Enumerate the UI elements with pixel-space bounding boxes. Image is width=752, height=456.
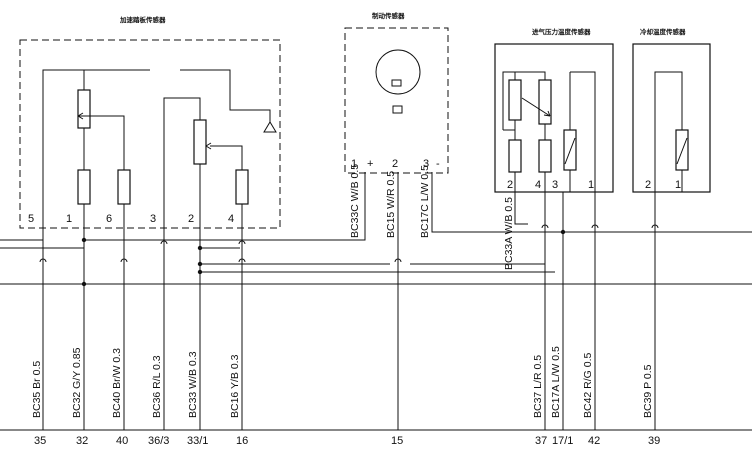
pin-label: + — [367, 158, 373, 170]
wire-label-bc35: BC35 Br 0.5 — [31, 361, 43, 418]
ground-icon — [263, 121, 277, 133]
speed-sensor-box — [344, 27, 449, 174]
intake-sensor-box — [494, 43, 614, 193]
pressure-element — [508, 79, 522, 121]
terminal-label: 40 — [116, 435, 128, 447]
terminal-label: 36/3 — [148, 435, 169, 447]
speed-sensor-title: 制动传感器 — [372, 11, 405, 20]
wire-label-bc15: BC15 W/R 0.5 — [385, 171, 397, 238]
wire-label-bc36: BC36 R/L 0.3 — [151, 355, 163, 418]
terminal-label: 37 — [535, 435, 547, 447]
pin-label: 1 — [66, 213, 72, 225]
pot-resistor-2 — [193, 119, 207, 165]
wire-label-bc33: BC33 W/B 0.3 — [187, 351, 199, 418]
terminal-label: 42 — [588, 435, 600, 447]
pin-label: 4 — [228, 213, 234, 225]
accel-pedal-sensor-title: 加速踏板传感器 — [119, 15, 166, 24]
pin-label: 1 — [675, 179, 681, 191]
pin-label: 1 — [588, 179, 594, 191]
wire-label-bc33c: BC33C W/B 0.5 — [349, 164, 361, 238]
resistor-3 — [235, 169, 249, 205]
wire-label-bc40: BC40 Br/W 0.3 — [111, 348, 123, 418]
pin-label: 3 — [150, 213, 156, 225]
wire-label-bc37: BC37 L/R 0.5 — [532, 355, 544, 418]
pin-label: 5 — [28, 213, 34, 225]
pin-label: 1 — [351, 158, 357, 170]
terminal-label: 35 — [34, 435, 46, 447]
pin-label: 2 — [188, 213, 194, 225]
resistor-2 — [117, 169, 131, 205]
speed-sensor-rotor — [375, 49, 421, 95]
wire-label-bc17c: BC17C L/W 0.5 — [419, 165, 431, 238]
intake-sensor-title: 进气压力温度传感器 — [532, 27, 591, 36]
coolant-sensor-title: 冷却温度传感器 — [640, 27, 686, 36]
terminal-label: 39 — [648, 435, 660, 447]
pin-label: 3 — [423, 158, 429, 170]
pin-label: - — [436, 158, 440, 170]
terminal-label: 33/1 — [187, 435, 208, 447]
coolant-sensor-box — [632, 43, 711, 193]
wire-label-bc17a: BC17A L/W 0.5 — [550, 346, 562, 418]
bus-bc17c — [431, 172, 752, 233]
accel-pedal-sensor: 加速踏板传感器 5 1 6 3 2 4 — [19, 15, 281, 229]
pin-label: 2 — [392, 158, 398, 170]
wire-label-bc42: BC42 R/G 0.5 — [582, 352, 594, 418]
intake-pressure-temp-sensor: 进气压力温度传感器 2 4 3 1 — [494, 27, 614, 193]
accel-pedal-sensor-box — [19, 39, 281, 229]
terminal-label: 17/1 — [552, 435, 573, 447]
terminal-label: 32 — [76, 435, 88, 447]
pin-label: 2 — [645, 179, 651, 191]
wire-label-bc32: BC32 G/Y 0.85 — [71, 347, 83, 418]
pressure-element-2 — [538, 79, 552, 125]
pin-label: 3 — [552, 179, 558, 191]
coolant-temp-sensor: 冷却温度传感器 2 1 — [632, 27, 711, 193]
terminal-label: 16 — [236, 435, 248, 447]
wire-label-bc33a: BC33A W/B 0.5 — [503, 197, 515, 270]
pin-label: 6 — [106, 213, 112, 225]
pin-label: 2 — [507, 179, 513, 191]
wire-label-bc16: BC16 Y/B 0.3 — [229, 354, 241, 418]
wire-label-bc39: BC39 P 0.5 — [642, 364, 654, 418]
resistor-1 — [77, 169, 91, 205]
bus-bc33c — [84, 172, 366, 241]
pin-label: 4 — [535, 179, 541, 191]
speed-sensor: 制动传感器 1 + 2 3 - — [344, 11, 449, 174]
terminal-label: 15 — [391, 435, 403, 447]
pot-resistor-1 — [77, 89, 91, 129]
